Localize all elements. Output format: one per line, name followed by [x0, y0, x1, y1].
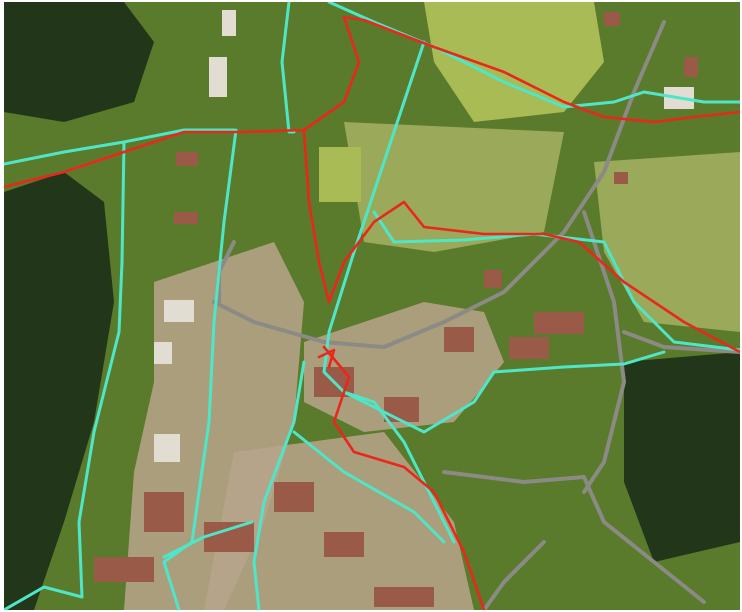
cyan-route-center-loop[interactable] — [372, 210, 740, 352]
forest-area-west — [4, 172, 114, 610]
red-route-north[interactable] — [4, 15, 740, 189]
field-northeast — [424, 2, 604, 122]
buildings — [94, 10, 698, 607]
forest-area-southeast — [624, 352, 740, 562]
cyan-route-north-1[interactable] — [280, 2, 296, 134]
red-route-link[interactable] — [317, 348, 336, 369]
cyan-route-south-1[interactable] — [252, 360, 306, 610]
red-route-center[interactable] — [302, 130, 740, 354]
cyan-route-west-2[interactable] — [4, 140, 126, 610]
roads — [212, 20, 740, 610]
cyan-route-south-4[interactable] — [162, 520, 254, 559]
sports-field — [319, 147, 361, 202]
aerial-map[interactable] — [4, 2, 740, 610]
red-route-south[interactable] — [322, 345, 486, 610]
cyan-route-south-2[interactable] — [292, 430, 446, 544]
forest-area-northwest — [4, 2, 154, 122]
aerial-imagery-layer — [4, 2, 740, 610]
red-routes[interactable] — [4, 15, 740, 610]
field-center — [344, 122, 564, 252]
cyan-route-south-3[interactable] — [342, 350, 666, 434]
urban-area-south — [204, 432, 474, 610]
cyan-route-west-3[interactable] — [162, 128, 238, 610]
